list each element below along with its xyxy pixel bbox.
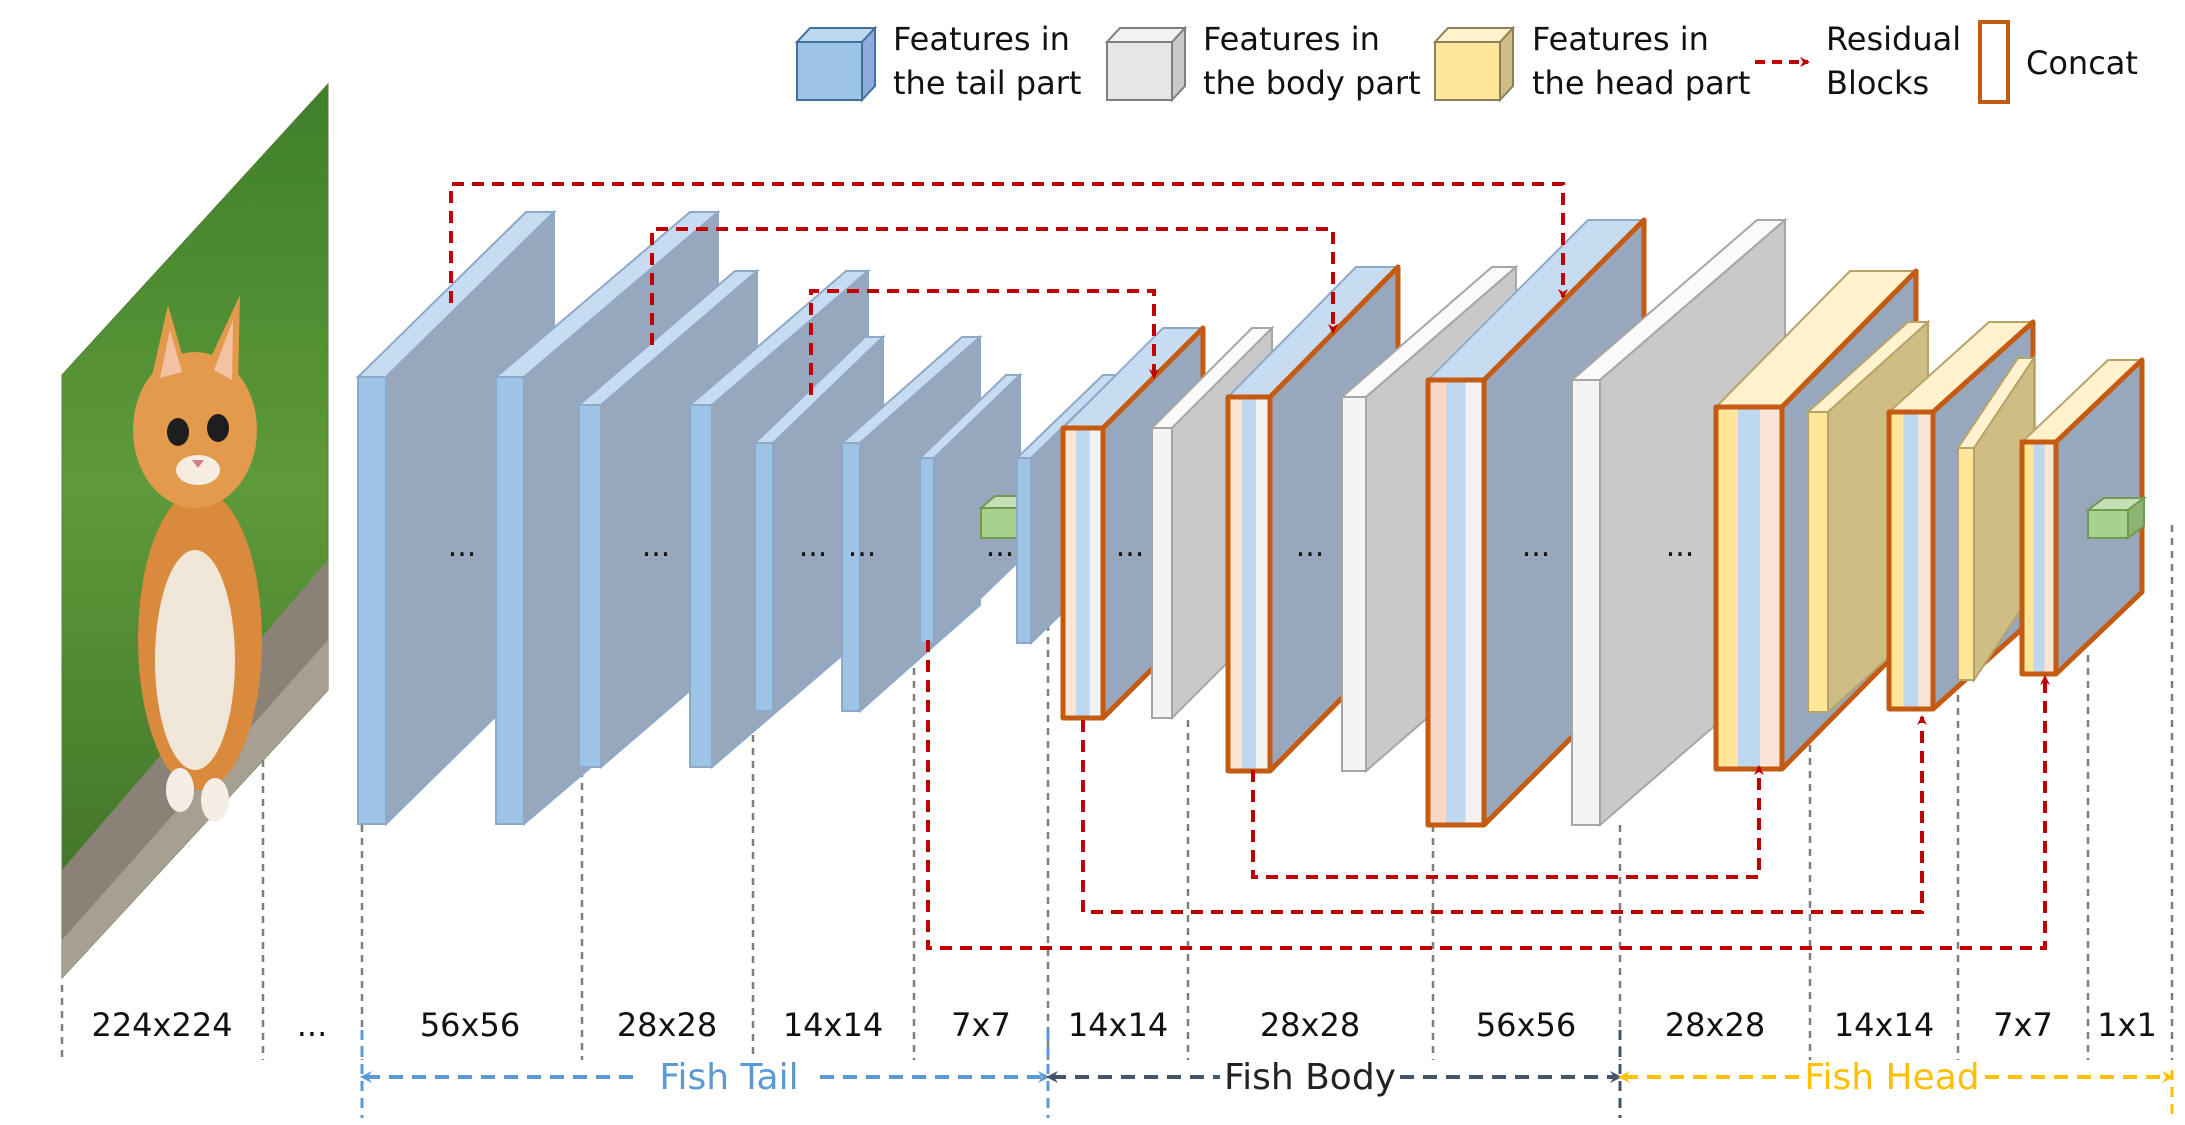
fish-body-label: Fish Body	[1224, 1057, 1396, 1098]
body-concat-28-ellipsis: ...	[1296, 529, 1325, 564]
legend-residual-line2: Blocks	[1826, 64, 1929, 102]
legend-head-line1: Features in	[1532, 20, 1709, 58]
residual-arrow-1	[449, 182, 1568, 303]
fish-head-label: Fish Head	[1804, 1057, 1979, 1098]
body-block-56-ellipsis: ...	[1666, 529, 1695, 564]
res-label-5: 7x7	[951, 1006, 1011, 1044]
legend-concat-box-icon	[1978, 20, 2010, 104]
res-label-2: 56x56	[420, 1006, 520, 1044]
tail-block-56-a-ellipsis: ...	[448, 529, 477, 564]
input-image-cat	[61, 82, 329, 980]
res-label-12: 1x1	[2097, 1006, 2157, 1044]
res-label-3: 28x28	[617, 1006, 717, 1044]
resolution-labels: 224x224 ... 56x56 28x28 14x14 7x7 14x14 …	[91, 1006, 2156, 1044]
legend-body-cube-icon	[1104, 25, 1188, 103]
body-concat-14-ellipsis: ...	[1116, 529, 1145, 564]
feature-map-blocks: .......................................	[355, 209, 2147, 828]
res-label-8: 56x56	[1476, 1006, 1576, 1044]
residual-arrow-4	[926, 640, 2050, 950]
legend-body-line2: the body part	[1203, 64, 1421, 102]
body-concat-28: ...	[1225, 264, 1401, 774]
legend-residual-line1: Residual	[1826, 20, 1961, 58]
residual-arrow-5	[1081, 715, 1927, 914]
resolution-separators	[60, 455, 2174, 1060]
tail-block-14-b-ellipsis: ...	[848, 529, 877, 564]
res-label-7: 28x28	[1260, 1006, 1360, 1044]
legend: Features in the tail part Features in th…	[794, 20, 2138, 104]
tail-block-28-a-ellipsis: ...	[642, 529, 671, 564]
legend-body-line1: Features in	[1203, 20, 1380, 58]
legend-concat: Concat	[2026, 44, 2138, 82]
res-label-9: 28x28	[1665, 1006, 1765, 1044]
residual-arrow-6	[1251, 765, 1764, 879]
res-label-11: 7x7	[1993, 1006, 2053, 1044]
legend-head-line2: the head part	[1532, 64, 1750, 102]
tail-block-7-a: ...	[917, 372, 1023, 646]
res-label-1: ...	[297, 1006, 328, 1044]
res-label-6: 14x14	[1068, 1006, 1168, 1044]
legend-tail-line2: the tail part	[893, 64, 1081, 102]
residual-connections	[449, 182, 2050, 950]
legend-head-cube-icon	[1432, 25, 1516, 103]
section-spans: Fish Tail Fish Body Fish Head	[360, 1030, 2174, 1118]
res-label-10: 14x14	[1834, 1006, 1934, 1044]
residual-arrow-2	[650, 227, 1338, 345]
legend-tail-line1: Features in	[893, 20, 1070, 58]
res-label-4: 14x14	[783, 1006, 883, 1044]
head-output-cube-icon	[2085, 496, 2147, 540]
fish-tail-label: Fish Tail	[659, 1057, 798, 1098]
legend-tail-cube-icon	[794, 25, 878, 103]
residual-arrow-3	[809, 289, 1159, 395]
body-concat-56-ellipsis: ...	[1522, 529, 1551, 564]
res-label-0: 224x224	[91, 1006, 232, 1044]
tail-block-14-a-ellipsis: ...	[799, 529, 828, 564]
